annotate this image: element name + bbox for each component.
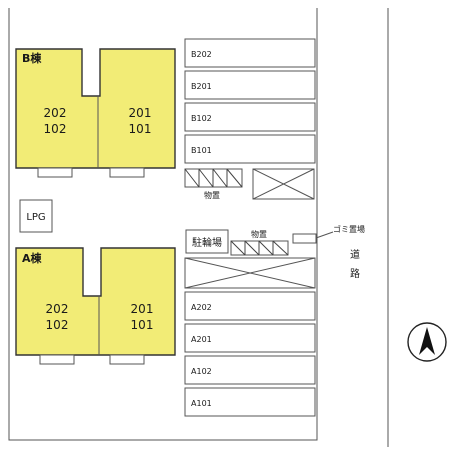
- parking-space[interactable]: [184, 134, 316, 164]
- lpg-label: LPG: [26, 212, 45, 223]
- building-a[interactable]: A棟 202 102 201 101: [15, 247, 176, 356]
- lpg-outline: [19, 199, 53, 233]
- unit-label: 201: [129, 106, 152, 120]
- entrance-step: [39, 354, 75, 365]
- north-arrow-needle: [419, 327, 435, 355]
- property-boundary: [8, 8, 318, 441]
- storage-shed-pattern: [184, 168, 243, 188]
- entrance-step: [109, 167, 145, 178]
- storage-shed-pattern: [230, 240, 289, 256]
- parking-space[interactable]: [184, 70, 316, 100]
- crossed-area-lower: [184, 257, 316, 289]
- parking-space[interactable]: [184, 355, 316, 385]
- north-arrow-icon: [407, 322, 447, 362]
- parking-space-label: B102: [191, 114, 212, 123]
- parking-space-label: A102: [191, 367, 212, 376]
- building-b-label: B棟: [22, 51, 42, 65]
- crossed-box-upper: [252, 168, 315, 200]
- building-b[interactable]: B棟 202 102 201 101: [15, 48, 176, 169]
- garbage-station-leader: [315, 231, 334, 239]
- lpg-box[interactable]: LPG: [19, 199, 53, 233]
- unit-label: 102: [44, 122, 67, 136]
- parking-space-label: A101: [191, 399, 212, 408]
- unit-label: 202: [46, 302, 69, 316]
- parking-space[interactable]: [184, 102, 316, 132]
- parking-space[interactable]: [184, 387, 316, 417]
- crossed-area-cross: [184, 257, 316, 289]
- bicycle-parking-outline: [185, 229, 229, 254]
- parking-space-label: A201: [191, 335, 212, 344]
- garbage-station-label: ゴミ置場: [333, 224, 365, 234]
- parking-space-label: B202: [191, 50, 212, 59]
- parking-space-label: B201: [191, 82, 212, 91]
- parking-space[interactable]: [184, 38, 316, 68]
- bicycle-parking-label: 駐輪場: [192, 236, 222, 249]
- parking-space-label: B101: [191, 146, 212, 155]
- unit-label: 101: [131, 318, 154, 332]
- parking-space[interactable]: [184, 323, 316, 353]
- building-a-label: A棟: [22, 251, 43, 265]
- storage-shed-lower[interactable]: 物置: [230, 229, 289, 256]
- storage-shed-upper[interactable]: 物置: [184, 168, 243, 200]
- unit-label: 202: [44, 106, 67, 120]
- garbage-station-box: [292, 233, 317, 244]
- entrance-step: [109, 354, 145, 365]
- unit-label: 102: [46, 318, 69, 332]
- bicycle-parking[interactable]: 駐輪場: [185, 229, 229, 254]
- unit-label: 101: [129, 122, 152, 136]
- storage-label: 物置: [251, 229, 267, 239]
- crossed-box-cross: [252, 168, 315, 200]
- road-label-char-1: 道: [350, 248, 360, 261]
- storage-label: 物置: [204, 190, 220, 200]
- parking-space-label: A202: [191, 303, 212, 312]
- parking-space[interactable]: [184, 291, 316, 321]
- entrance-step: [37, 167, 73, 178]
- unit-label: 201: [131, 302, 154, 316]
- garbage-station[interactable]: ゴミ置場: [292, 224, 365, 244]
- road-label-char-2: 路: [350, 267, 360, 280]
